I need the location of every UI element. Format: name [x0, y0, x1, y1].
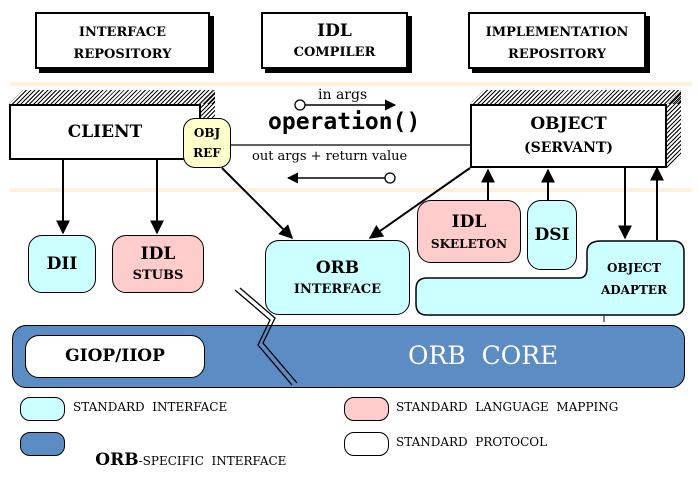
giop-iiop-label: GIOP/IIOP [65, 346, 165, 366]
object-label: OBJECT [530, 114, 607, 134]
legend-orb-specific-text: -SPECIFIC INTERFACE [138, 453, 287, 468]
operation-label: operation() [268, 109, 421, 135]
idl-skeleton-line2: SKELETON [430, 237, 508, 251]
idl-skeleton-line1: IDL [451, 212, 487, 232]
client-to-orb-interface-arrow [221, 167, 293, 239]
idl-compiler-box: IDL COMPILER [261, 12, 412, 73]
orb-core-label: ORB CORE [408, 341, 559, 370]
interface-repository-line2: REPOSITORY [73, 47, 172, 62]
legend-standard-protocol-label: STANDARD PROTOCOL [396, 435, 548, 449]
servant-label: (SERVANT) [523, 140, 614, 156]
idl-compiler-line2: COMPILER [293, 45, 376, 60]
orb-interface-line1: ORB [315, 258, 360, 278]
object-servant-box: OBJECT (SERVANT) [470, 90, 681, 168]
idl-compiler-line1: IDL [317, 21, 352, 41]
legend-standard-interface-label: STANDARD INTERFACE [73, 400, 228, 414]
orb-interface-line2: INTERFACE [293, 282, 382, 297]
object-adapter-line1: OBJECT [607, 261, 661, 275]
implementation-repository-line2: REPOSITORY [508, 47, 606, 62]
legend-standard-protocol-swatch [344, 432, 389, 456]
legend-orb-specific-label: ORB-SPECIFIC INTERFACE [73, 433, 286, 487]
giop-iiop-box: GIOP/IIOP [25, 335, 205, 378]
obj-ref-line1: OBJ [193, 126, 221, 140]
client-box: CLIENT [9, 90, 215, 160]
in-args-label: in args [318, 87, 368, 103]
obj-ref-line2: REF [193, 146, 221, 160]
out-args-label: out args + return value [252, 149, 408, 164]
interface-repository-line1: INTERFACE [78, 25, 167, 40]
implementation-repository-line1: IMPLEMENTATION [485, 25, 629, 40]
idl-stubs-line1: IDL [140, 244, 176, 264]
object-adapter-shape [415, 240, 685, 316]
legend-orb-prefix: ORB [95, 449, 139, 470]
dii-label: DII [46, 254, 78, 274]
dsi-box: DSI [527, 200, 577, 270]
object-adapter-box: OBJECT ADAPTER [415, 240, 685, 316]
corba-architecture-diagram: INTERFACE REPOSITORY IDL COMPILER IMPLEM… [9, 12, 692, 469]
object-adapter-line2: ADAPTER [600, 283, 668, 297]
obj-ref-badge: OBJ REF [183, 118, 231, 168]
background-band-top [10, 82, 692, 86]
out-args-origin-circle [384, 172, 396, 184]
legend-orb-specific-swatch [20, 432, 65, 456]
idl-stubs-box: IDL STUBS [112, 235, 204, 293]
implementation-repository-box: IMPLEMENTATION REPOSITORY [468, 12, 650, 73]
interface-repository-box: INTERFACE REPOSITORY [35, 12, 214, 73]
idl-stubs-line2: STUBS [132, 268, 184, 283]
background-band-mid [10, 188, 692, 192]
orb-interface-box: ORB INTERFACE [265, 240, 410, 315]
client-label: CLIENT [67, 122, 143, 142]
dsi-label: DSI [534, 225, 570, 245]
legend-language-mapping-swatch [344, 397, 389, 421]
legend-standard-interface-swatch [20, 397, 65, 421]
legend-language-mapping-label: STANDARD LANGUAGE MAPPING [396, 400, 619, 414]
dii-box: DII [28, 235, 96, 293]
